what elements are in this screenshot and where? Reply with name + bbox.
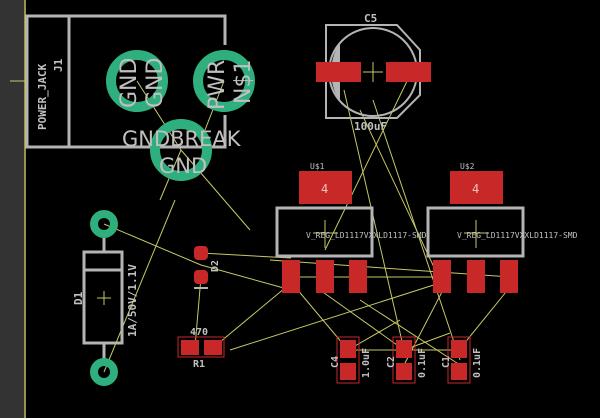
part-u1[interactable]: U$1 4 V_REG_LD1117VXXLD1117-SMD xyxy=(275,162,427,293)
pad-label: PWR xyxy=(205,60,230,110)
pin[interactable] xyxy=(467,260,485,293)
c2-name: C2 xyxy=(386,356,397,368)
pad[interactable] xyxy=(451,340,467,358)
pad[interactable] xyxy=(194,270,208,284)
part-c4[interactable]: C4 1.0uF xyxy=(330,336,372,384)
part-c2[interactable]: C2 0.1uF xyxy=(386,336,428,384)
c2-value: 0.1uF xyxy=(417,348,428,378)
pin[interactable] xyxy=(433,260,451,293)
part-j1[interactable]: POWER_JACK J1 GND GND PWR N$1 GNDBREAK G… xyxy=(25,14,256,181)
pad[interactable] xyxy=(340,340,356,358)
d1-value: 1A/50V/1.1V xyxy=(126,264,139,337)
left-margin xyxy=(0,0,24,418)
pad-gnd[interactable] xyxy=(106,50,168,112)
part-u2[interactable]: U$2 4 V_REG_LD1117VXXLD1117-SMD xyxy=(426,162,578,293)
pin[interactable] xyxy=(282,260,300,293)
pad[interactable] xyxy=(204,340,222,355)
c4-value: 1.0uF xyxy=(361,348,372,378)
d1-name: D1 xyxy=(72,291,85,305)
part-c5[interactable]: C5 100uF xyxy=(316,12,431,133)
pad[interactable] xyxy=(90,210,118,238)
tab-pad[interactable] xyxy=(299,171,352,204)
part-r1[interactable]: 470 R1 xyxy=(177,327,225,370)
c5-value: 100uF xyxy=(354,120,387,133)
signal-label: GND xyxy=(159,154,207,178)
c1-value: 0.1uF xyxy=(472,348,483,378)
pad[interactable] xyxy=(181,340,199,355)
pad-label: GNDBREAK xyxy=(122,127,242,151)
tab-pad[interactable] xyxy=(450,171,503,204)
r1-value: 470 xyxy=(190,327,208,338)
u1-value: V_REG_LD1117VXXLD1117-SMD xyxy=(306,231,427,240)
pad[interactable] xyxy=(316,62,361,82)
pad[interactable] xyxy=(386,62,431,82)
pad[interactable] xyxy=(396,340,412,358)
signal-label: GND xyxy=(143,58,168,108)
pin[interactable] xyxy=(349,260,367,293)
part-d1[interactable]: D1 1A/50V/1.1V xyxy=(72,210,139,386)
pad-label: GND xyxy=(117,58,142,108)
pad-number: 4 xyxy=(321,182,328,196)
pad[interactable] xyxy=(340,363,356,380)
pad[interactable] xyxy=(194,246,208,260)
c1-name: C1 xyxy=(441,356,452,368)
d2-name: D2 xyxy=(210,260,221,272)
pad[interactable] xyxy=(451,363,467,380)
j1-value: POWER_JACK xyxy=(36,63,49,130)
pin[interactable] xyxy=(316,260,334,293)
u2-name: U$2 xyxy=(460,162,475,171)
pad[interactable] xyxy=(396,363,412,380)
pad-pwr[interactable] xyxy=(193,50,255,112)
j1-name: J1 xyxy=(52,58,65,72)
c4-name: C4 xyxy=(330,356,341,368)
signal-label: N$1 xyxy=(231,60,256,104)
u2-value: V_REG_LD1117VXXLD1117-SMD xyxy=(457,231,578,240)
c5-name: C5 xyxy=(364,12,377,25)
part-d2[interactable]: D2 xyxy=(194,246,221,289)
r1-name: R1 xyxy=(193,359,205,370)
pad-number: 4 xyxy=(472,182,479,196)
airwires xyxy=(103,74,511,373)
pad[interactable] xyxy=(90,358,118,386)
pin[interactable] xyxy=(500,260,518,293)
part-c1[interactable]: C1 0.1uF xyxy=(441,336,483,384)
pad-gndbreak[interactable] xyxy=(150,119,212,181)
u1-name: U$1 xyxy=(310,162,325,171)
